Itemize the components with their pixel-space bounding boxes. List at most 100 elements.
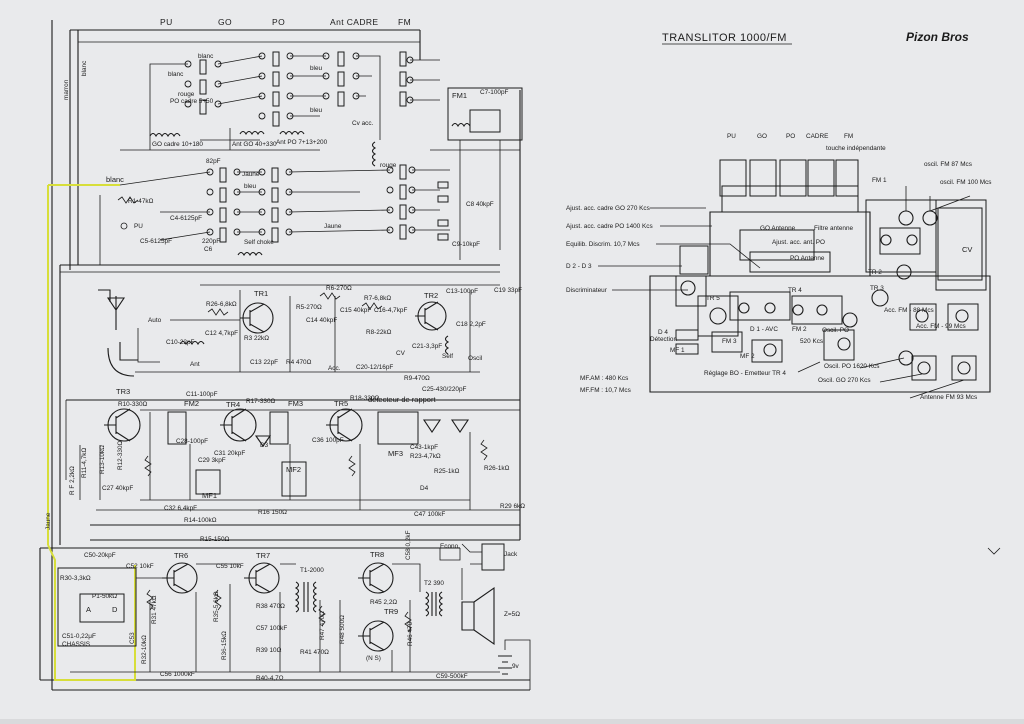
layout-right-labels: oscil. FM 87 Mcs oscil. FM 100 Mcs Acc. …: [884, 161, 992, 330]
label-oscil: Oscil: [468, 355, 482, 362]
label-ajust-go: Ajust. acc. cadre GO 270 Kcs: [566, 205, 650, 212]
label-mf-fm: MF.FM : 10,7 Mcs: [580, 387, 631, 394]
label-oscil-go-270: Oscil. GO 270 Kcs: [818, 377, 871, 384]
label-r18: R18-330Ω: [350, 395, 380, 402]
label-r14: R14-100kΩ: [184, 517, 217, 524]
label-fm2: FM2: [184, 399, 199, 408]
label-fm1-layout: FM 1: [872, 177, 887, 184]
label-tr3-layout: TR 3: [870, 285, 884, 292]
label-c19: C19 33pF: [494, 287, 522, 294]
label-layout-fm: FM: [844, 133, 853, 140]
label-r1: R1-47kΩ: [128, 198, 154, 205]
label-r11: R11-4,7kΩ: [81, 448, 88, 478]
label-antenne-fm: Antenne FM 93 Mcs: [920, 394, 977, 401]
label-bleu-3: bleu: [244, 183, 257, 190]
label-ajust-ant-po: Ajust. acc. ant. PO: [772, 239, 825, 246]
label-layout-go: GO: [757, 133, 767, 140]
label-r35: R35-5,6kΩ: [213, 591, 220, 622]
label-r13: R13-10kΩ: [99, 445, 106, 474]
brand-logo: Pizon Bros: [906, 30, 969, 44]
label-r8: R8-22kΩ: [366, 329, 392, 336]
label-r23: R23-4,7kΩ: [410, 453, 441, 460]
label-fm3: FM3: [288, 399, 303, 408]
label-layout-cadre: CADRE: [806, 133, 828, 140]
label-c6-value: 220pF: [202, 238, 220, 245]
label-c20: C20-12/16pF: [356, 364, 393, 371]
label-switch-rouge: rouge: [178, 91, 195, 98]
label-c50: C50-20kpF: [84, 552, 116, 559]
label-mf2-layout: MF 2: [740, 353, 755, 360]
label-c58: C58 0,2kF: [405, 530, 412, 560]
label-c36: C36 100pF: [312, 437, 344, 444]
jack-icon: [481, 543, 505, 571]
label-d1-avc: D 1 - AVC: [750, 326, 778, 333]
label-discriminateur: Discriminateur: [566, 287, 608, 294]
band-header-go: GO: [218, 17, 232, 27]
fm-tuner-block: FM1 C7-100pF C8 40kpF C9-10kpF: [430, 87, 523, 260]
label-c55: C55 10kF: [216, 563, 244, 570]
label-r26b: R26-1kΩ: [484, 465, 510, 472]
battery-icon: [498, 655, 512, 675]
label-speaker: Z=5Ω: [504, 611, 520, 618]
label-jaune-switch: Jaune: [242, 171, 260, 178]
label-switch-blanc: blanc: [198, 53, 214, 60]
band-switch-block: blanc blanc rouge PO cadre 5+50 GO cadre…: [99, 51, 450, 265]
label-c29: C29 3kpF: [198, 457, 226, 464]
input-section: blanc R1-47kΩ PU C4-6125pF C5-6125pF C6 …: [106, 175, 220, 253]
label-r45: R45 2,2Ω: [370, 599, 397, 606]
label-r12: R12-330Ω: [117, 440, 124, 470]
label-cv-box: CV: [962, 245, 972, 254]
label-battery: 9v: [512, 663, 520, 670]
label-c56: C56 1000kF: [160, 671, 195, 678]
label-oscil-po: Oscil. PO: [822, 327, 849, 334]
label-d4: D4: [420, 485, 429, 492]
label-self-choke: Self choke: [244, 239, 274, 246]
label-mf2: MF2: [286, 465, 301, 474]
label-tr3: TR3: [116, 387, 130, 396]
label-d2-d3: D 2 - D 3: [566, 263, 592, 270]
label-c47: C47 100kF: [414, 511, 445, 518]
label-oscil-fm-87: oscil. FM 87 Mcs: [924, 161, 972, 168]
pushbutton-labels: PU GO PO CADRE FM touche indépendante: [727, 133, 886, 152]
label-detection: Détection: [650, 336, 677, 343]
label-c52: C52 10kF: [126, 563, 154, 570]
label-r39: R39 10Ω: [256, 647, 282, 654]
label-r17: R17-330Ω: [246, 398, 276, 405]
label-tr6: TR6: [174, 551, 188, 560]
label-r16: R16 150Ω: [258, 509, 287, 516]
label-po-cadre: PO cadre 5+50: [170, 98, 214, 105]
label-oscil-po-1620: Oscil. PO 1620 Kcs: [824, 363, 879, 370]
label-layout-pu: PU: [727, 133, 736, 140]
label-acc-fm-88: Acc. FM - 88 Mcs: [884, 307, 934, 314]
label-mf3: MF3: [388, 449, 403, 458]
label-ns: (N S): [366, 655, 381, 662]
label-mf-am: MF.AM : 480 Kcs: [580, 375, 628, 382]
label-c31: C31 20kpF: [214, 450, 245, 457]
label-reglage-bo: Réglage BO - Emetteur TR 4: [704, 370, 786, 377]
label-r30: R30-3,3kΩ: [60, 575, 91, 582]
label-oscil-fm-100: oscil. FM 100 Mcs: [940, 179, 992, 186]
label-82pf: 82pF: [206, 158, 221, 165]
label-fm3-layout: FM 3: [722, 338, 737, 345]
band-header-ant-cadre: Ant CADRE: [330, 17, 378, 27]
label-c4: C4-6125pF: [170, 215, 202, 222]
margin-label-marron: marron: [63, 79, 70, 100]
label-tr9: TR9: [384, 607, 398, 616]
label-a: A: [86, 605, 91, 614]
label-ajust-po: Ajust. acc. cadre PO 1400 Kcs: [566, 223, 653, 230]
label-acc-fm-99: Acc. FM - 99 Mcs: [916, 323, 966, 330]
speaker-icon: [461, 586, 495, 646]
label-r7: R7-6,8kΩ: [364, 295, 391, 302]
label-c53: C53: [129, 632, 136, 644]
label-c14: C14 40kpF: [306, 317, 337, 324]
label-fm2-layout: FM 2: [792, 326, 807, 333]
label-r32: R32-10kΩ: [141, 635, 148, 664]
label-t2: T2 390: [424, 580, 444, 587]
label-filtre-antenne: Filtre antenne: [814, 225, 854, 232]
label-bleu-1: bleu: [310, 65, 323, 72]
layout-left-labels: Ajust. acc. cadre GO 270 Kcs Ajust. acc.…: [566, 205, 761, 294]
label-tr4-layout: TR 4: [788, 287, 802, 294]
diagram-title: TRANSLITOR 1000/FM: [662, 32, 787, 44]
label-r41: R41 470Ω: [300, 649, 329, 656]
label-r26: R26-6,8kΩ: [206, 301, 237, 308]
